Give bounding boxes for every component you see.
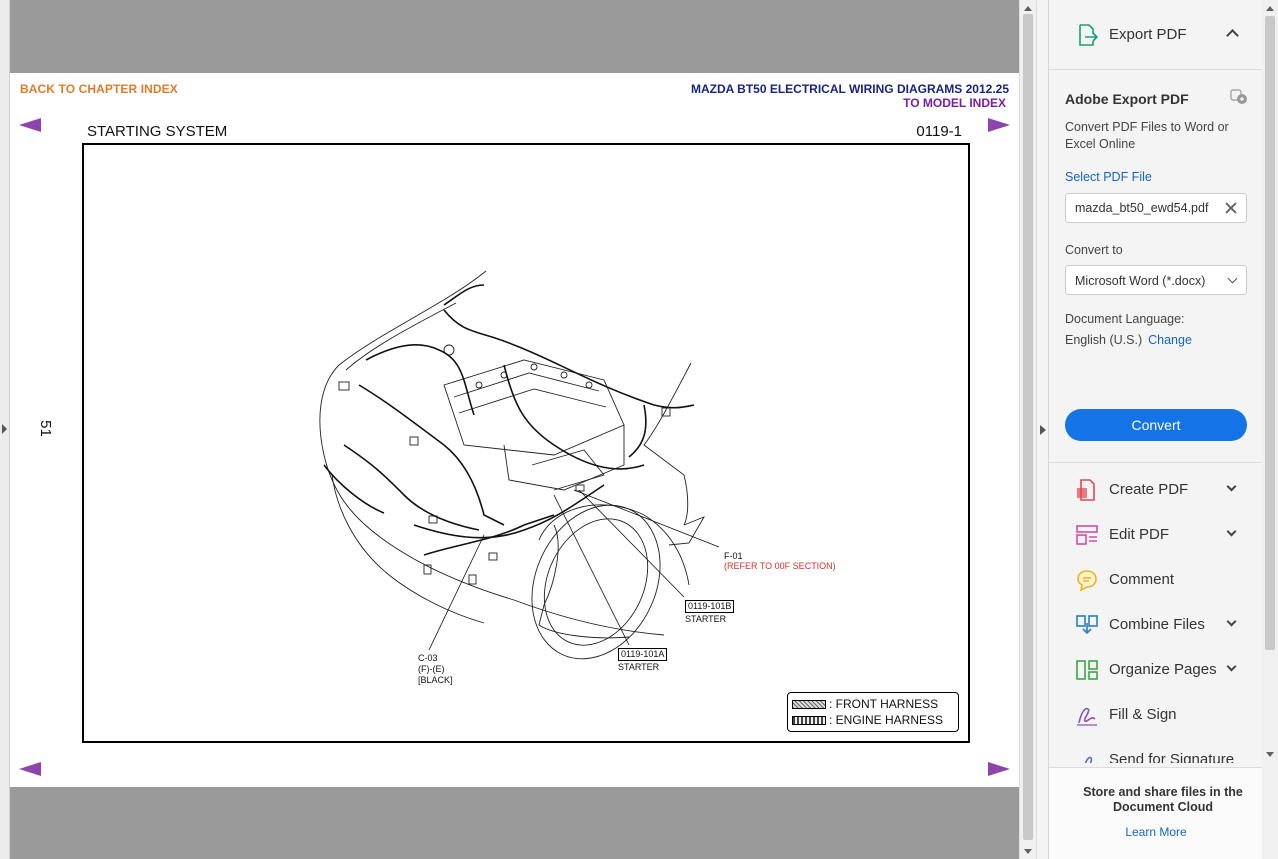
viewer-scrollbar[interactable]	[1019, 0, 1036, 859]
convert-to-label: Convert to	[1065, 243, 1123, 257]
scroll-thumb[interactable]	[1023, 14, 1033, 840]
tool-label: Combine Files	[1109, 616, 1205, 633]
prev-page-arrow-bottom-icon[interactable]	[19, 762, 41, 776]
tool-label: Comment	[1109, 571, 1175, 588]
left-panel-toggle[interactable]	[0, 0, 10, 859]
harness-legend: : FRONT HARNESS : ENGINE HARNESS	[787, 692, 959, 732]
scroll-thumb[interactable]	[1265, 16, 1275, 650]
chevron-down-icon[interactable]	[1226, 616, 1237, 627]
page-number: 51	[36, 420, 54, 437]
scroll-up-icon[interactable]	[1266, 6, 1274, 11]
change-language-link[interactable]: Change	[1148, 333, 1192, 347]
tools-list: Create PDF Edit PDF Comment	[1049, 467, 1263, 763]
tool-create-pdf[interactable]: Create PDF	[1049, 467, 1263, 512]
selected-file-field[interactable]: mazda_bt50_ewd54.pdf	[1065, 193, 1247, 223]
label-starter-b: STARTER	[685, 614, 727, 624]
convert-to-value: Microsoft Word (*.docx)	[1075, 274, 1206, 288]
export-pdf-label: Export PDF	[1109, 26, 1187, 43]
adobe-export-title: Adobe Export PDF	[1065, 91, 1189, 107]
tool-label: Send for Signature	[1109, 751, 1235, 763]
legend-front-label: : FRONT HARNESS	[829, 697, 939, 711]
document-language-row: English (U.S.) Change	[1065, 333, 1192, 347]
front-harness-swatch	[792, 699, 826, 709]
legend-row-engine: : ENGINE HARNESS	[792, 712, 958, 728]
label-c03-pins: (F)-(E)	[418, 664, 445, 674]
document-title: MAZDA BT50 ELECTRICAL WIRING DIAGRAMS 20…	[690, 82, 1009, 96]
tool-label: Edit PDF	[1109, 526, 1170, 543]
engine-bay-illustration	[319, 270, 720, 660]
chevron-down-icon[interactable]	[1226, 526, 1237, 537]
document-viewer[interactable]: BACK TO CHAPTER INDEX MAZDA BT50 ELECTRI…	[0, 0, 1036, 859]
tool-label: Organize Pages	[1109, 661, 1217, 678]
create-pdf-icon	[1077, 478, 1095, 501]
tool-organize-pages[interactable]: Organize Pages	[1049, 647, 1263, 692]
organize-pages-icon	[1076, 659, 1098, 680]
scroll-down-icon[interactable]	[1024, 849, 1032, 854]
fill-sign-icon	[1077, 707, 1097, 726]
chevron-down-icon	[1227, 273, 1238, 284]
combine-files-icon	[1076, 614, 1098, 634]
export-pdf-panel: Adobe Export PDF Convert PDF Files to Wo…	[1049, 71, 1263, 463]
chevron-down-icon[interactable]	[1226, 481, 1237, 492]
legend-engine-label: : ENGINE HARNESS	[829, 713, 944, 727]
tool-fill-sign[interactable]: Fill & Sign	[1049, 692, 1263, 737]
back-to-chapter-link[interactable]: BACK TO CHAPTER INDEX	[20, 82, 178, 96]
section-code: 0119-1	[916, 123, 962, 140]
tools-pane-toggle[interactable]	[1036, 0, 1048, 859]
next-page-arrow-icon[interactable]	[988, 118, 1010, 132]
edit-pdf-icon	[1076, 524, 1098, 545]
label-c03: C-03	[418, 653, 438, 663]
tool-edit-pdf[interactable]: Edit PDF	[1049, 512, 1263, 557]
prev-page-arrow-icon[interactable]	[19, 118, 41, 132]
tool-comment[interactable]: Comment	[1049, 557, 1263, 602]
export-info-icon[interactable]	[1230, 89, 1248, 105]
chevron-down-icon[interactable]	[1226, 661, 1237, 672]
scroll-down-icon[interactable]	[1266, 752, 1274, 757]
wiring-diagram: F-01 (REFER TO 00F SECTION) 0119-101B ST…	[82, 143, 970, 743]
export-description: Convert PDF Files to Word or Excel Onlin…	[1065, 120, 1229, 151]
send-signature-icon	[1077, 756, 1098, 763]
document-language-value: English (U.S.)	[1065, 333, 1143, 347]
to-model-index-link[interactable]: TO MODEL INDEX	[903, 96, 1006, 110]
tool-label: Fill & Sign	[1109, 706, 1177, 723]
label-f01-reference: (REFER TO 00F SECTION)	[724, 561, 836, 571]
document-language-label: Document Language:	[1065, 312, 1185, 326]
comment-icon	[1077, 569, 1097, 591]
document-cloud-promo: Store and share files in the Document Cl…	[1049, 767, 1263, 859]
pdf-page: BACK TO CHAPTER INDEX MAZDA BT50 ELECTRI…	[10, 73, 1019, 787]
export-pdf-icon	[1079, 23, 1099, 46]
cloud-promo-text: Store and share files in the Document Cl…	[1083, 785, 1243, 814]
selected-file-name: mazda_bt50_ewd54.pdf	[1075, 201, 1209, 215]
label-c03-color: [BLACK]	[418, 675, 453, 685]
label-connector-0119-101a: 0119-101A	[618, 648, 668, 661]
tool-send-signature[interactable]: Send for Signature	[1049, 737, 1263, 763]
tool-combine-files[interactable]: Combine Files	[1049, 602, 1263, 647]
legend-row-front: : FRONT HARNESS	[792, 696, 958, 712]
learn-more-link[interactable]: Learn More	[1125, 825, 1187, 839]
label-connector-0119-101b: 0119-101B	[685, 600, 735, 613]
label-f01: F-01	[724, 551, 743, 561]
scroll-up-icon[interactable]	[1024, 6, 1032, 11]
select-pdf-file-link[interactable]: Select PDF File	[1065, 170, 1152, 184]
clear-file-close-icon[interactable]	[1224, 201, 1238, 215]
engine-harness-swatch	[792, 715, 826, 725]
next-page-arrow-bottom-icon[interactable]	[988, 762, 1010, 776]
expand-left-icon[interactable]	[2, 424, 7, 434]
export-pdf-header[interactable]: Export PDF	[1049, 0, 1263, 70]
tools-pane-scrollbar[interactable]	[1262, 0, 1278, 859]
chevron-up-icon[interactable]	[1226, 29, 1239, 42]
label-starter-a: STARTER	[618, 662, 660, 672]
section-title: STARTING SYSTEM	[87, 123, 228, 140]
convert-button[interactable]: Convert	[1065, 409, 1247, 441]
collapse-pane-icon[interactable]	[1040, 425, 1046, 435]
tools-pane: Export PDF Adobe Export PDF Convert PDF …	[1048, 0, 1263, 859]
convert-to-select[interactable]: Microsoft Word (*.docx)	[1065, 265, 1247, 295]
tool-label: Create PDF	[1109, 481, 1189, 498]
